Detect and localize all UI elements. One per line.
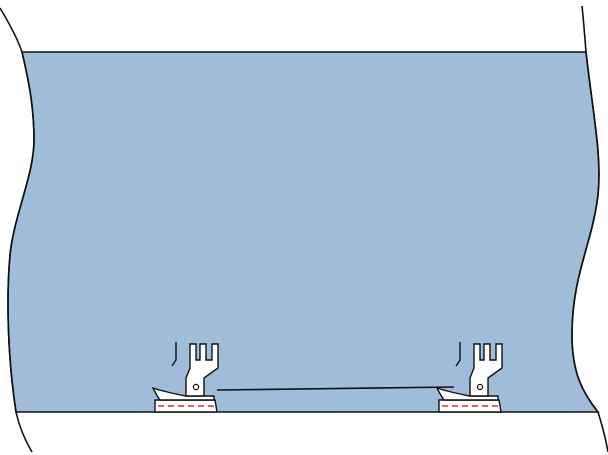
- foot-base: [154, 399, 218, 413]
- presser-foot-right-icon: [435, 342, 503, 413]
- screw-icon: [192, 383, 200, 391]
- foot-toe: [151, 386, 215, 401]
- foot-shank: [469, 343, 503, 397]
- fabric-right-edge-line: [571, 5, 608, 453]
- foot-base: [438, 399, 502, 413]
- fabric-left-edge-line: [0, 7, 35, 453]
- presser-foot-left-icon: [151, 342, 219, 413]
- thread-line: [216, 386, 455, 391]
- needle-left: [171, 342, 177, 367]
- foot-toe: [435, 386, 499, 401]
- fabric-panel: [7, 51, 600, 413]
- needle-right: [455, 342, 461, 367]
- foot-shank: [185, 343, 219, 397]
- screw-icon: [476, 383, 484, 391]
